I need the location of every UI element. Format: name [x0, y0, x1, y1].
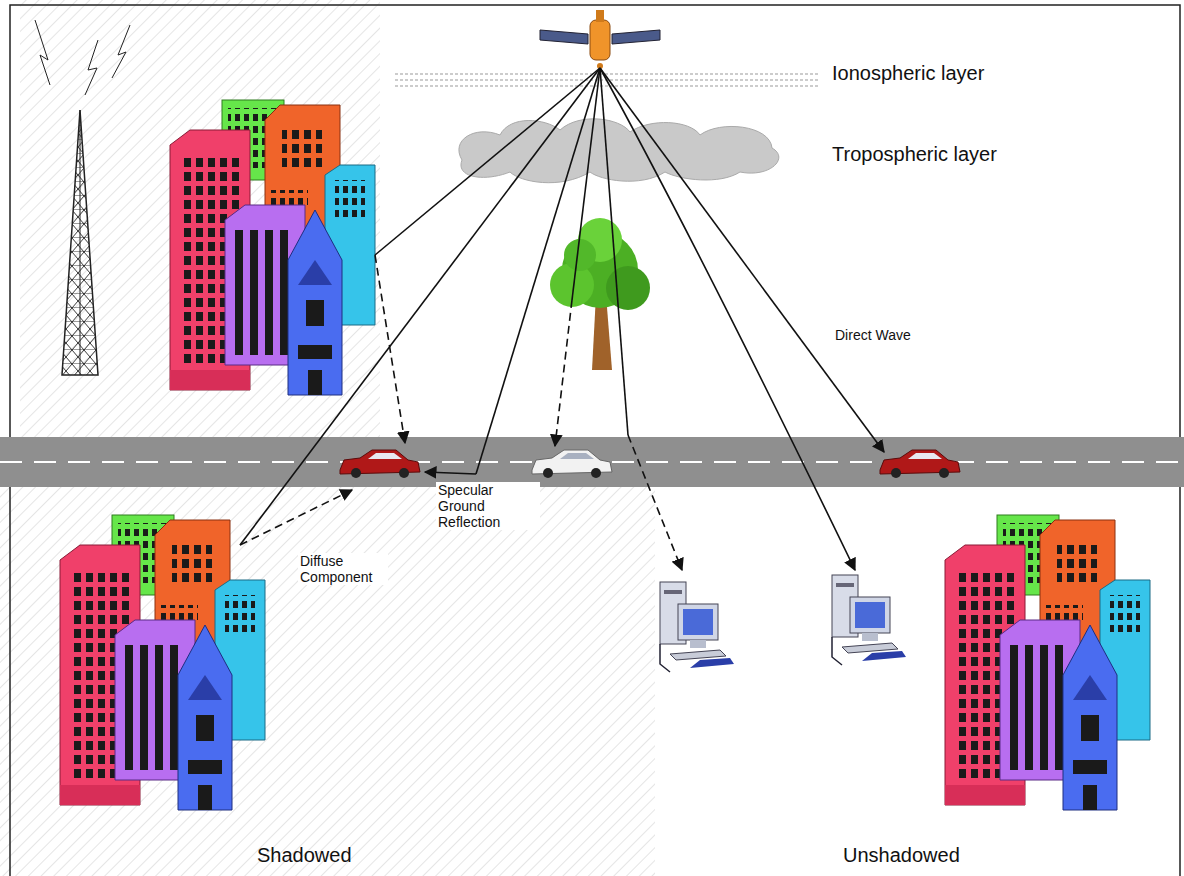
road: [0, 437, 1184, 487]
layer-label: Tropospheric layer: [832, 143, 997, 166]
building-cluster: [170, 100, 375, 395]
path-label: Diffuse Component: [298, 553, 388, 585]
building-cluster: [60, 515, 265, 810]
radio-tower: [35, 20, 130, 375]
computer: [660, 582, 734, 672]
car: [532, 450, 612, 478]
satellite: [540, 10, 660, 69]
tropospheric-cloud: [459, 119, 779, 183]
signal-paths: [240, 68, 884, 570]
car: [340, 450, 420, 478]
region-label: Shadowed: [257, 844, 352, 867]
ionospheric-layer: [395, 74, 820, 86]
tree: [550, 218, 650, 370]
computer: [832, 575, 906, 665]
layer-label: Ionospheric layer: [832, 62, 984, 85]
region-label: Unshadowed: [843, 844, 960, 867]
car: [880, 450, 960, 478]
path-label: Direct Wave: [833, 327, 913, 343]
path-label: Specular Ground Reflection: [436, 482, 540, 530]
building-cluster: [945, 515, 1150, 810]
